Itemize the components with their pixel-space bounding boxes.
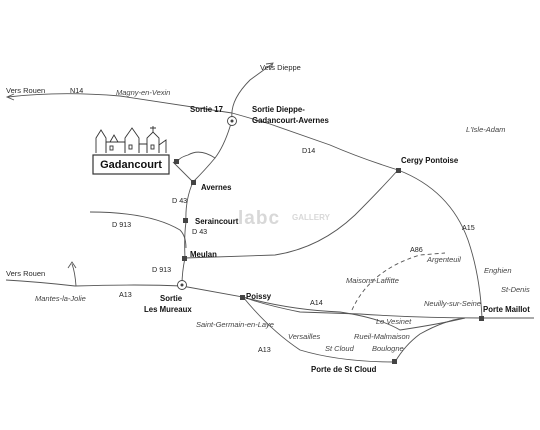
watermark-text: labc bbox=[238, 208, 280, 229]
label-sortie-mureaux-1: Sortie bbox=[160, 294, 183, 303]
label-mantes: Mantes-la-Jolie bbox=[35, 294, 86, 303]
label-a86: A86 bbox=[410, 245, 423, 254]
road-a86 bbox=[351, 252, 446, 311]
label-avernes: Avernes bbox=[201, 183, 232, 192]
label-le-vesinet: Le Vesinet bbox=[376, 317, 412, 326]
label-st-denis: St-Denis bbox=[501, 285, 530, 294]
interchange-sortie17 bbox=[227, 116, 237, 126]
label-vers-rouen-top: Vers Rouen bbox=[6, 86, 45, 95]
label-neuilly: Neuilly-sur-Seine bbox=[424, 299, 481, 308]
label-a14: A14 bbox=[310, 298, 323, 307]
label-sortie-dieppe-1: Sortie Dieppe- bbox=[252, 105, 305, 114]
label-st-cloud: St Cloud bbox=[325, 344, 355, 353]
road-a13-west bbox=[71, 263, 77, 287]
node-gadancourt bbox=[174, 159, 179, 164]
node-porte-maillot bbox=[479, 316, 484, 321]
node-poissy bbox=[240, 295, 245, 300]
watermark: labc GALLERY bbox=[238, 208, 331, 229]
logo-label: Gadancourt bbox=[100, 159, 162, 171]
road-a13-south bbox=[242, 296, 396, 363]
label-d14: D14 bbox=[302, 146, 315, 155]
label-d43b: D 43 bbox=[192, 227, 207, 236]
arrow-vers-dieppe bbox=[265, 62, 274, 71]
label-a15: A15 bbox=[462, 223, 475, 232]
watermark-suffix: GALLERY bbox=[292, 213, 331, 222]
label-enghien: Enghien bbox=[484, 266, 512, 275]
logo-frame bbox=[92, 154, 170, 175]
road-vers-rouen-bottom bbox=[5, 279, 76, 287]
label-rueil: Rueil-Malmaison bbox=[354, 332, 410, 341]
road-a15 bbox=[397, 169, 483, 319]
road-a13-main bbox=[74, 284, 483, 319]
label-d913b: D 913 bbox=[152, 265, 171, 274]
label-cergy: Cergy Pontoise bbox=[401, 156, 459, 165]
arrow-vers-rouen-top bbox=[5, 93, 15, 101]
label-vers-dieppe: Vers Dieppe bbox=[260, 63, 301, 72]
node-seraincourt bbox=[183, 218, 188, 223]
label-argenteuil: Argenteuil bbox=[426, 255, 461, 264]
label-versailles: Versailles bbox=[288, 332, 320, 341]
road-vers-dieppe bbox=[231, 63, 273, 119]
road-st-cloud-link bbox=[394, 317, 466, 363]
road-n14 bbox=[7, 93, 399, 171]
road-gadancourt-avernes bbox=[172, 161, 194, 183]
label-d43a: D 43 bbox=[172, 196, 187, 205]
road-sortie17-link bbox=[192, 157, 216, 183]
label-saint-germain: Saint-Germain-en-Laye bbox=[196, 320, 274, 329]
label-sortie17: Sortie 17 bbox=[190, 105, 223, 114]
label-maisons-laffitte: Maisons-Laffitte bbox=[346, 276, 399, 285]
label-porte-maillot: Porte Maillot bbox=[483, 305, 530, 314]
road-meulan-cergy bbox=[184, 169, 399, 259]
node-porte-st-cloud bbox=[392, 359, 397, 364]
label-magny: Magny-en-Vexin bbox=[116, 88, 170, 97]
label-meulan: Meulan bbox=[190, 250, 217, 259]
label-isle-adam: L'Isle-Adam bbox=[466, 125, 505, 134]
gadancourt-logo: Gadancourt bbox=[92, 126, 170, 175]
label-a13a: A13 bbox=[119, 290, 132, 299]
road-a14 bbox=[242, 296, 466, 331]
arrow-vers-rouen-bottom bbox=[67, 261, 77, 269]
label-d913a: D 913 bbox=[112, 220, 131, 229]
label-boulogne: Boulogne bbox=[372, 344, 404, 353]
label-sortie-dieppe-2: Gadancourt-Avernes bbox=[252, 116, 329, 125]
label-porte-st-cloud: Porte de St Cloud bbox=[311, 365, 377, 374]
label-n14: N14 bbox=[70, 86, 83, 95]
label-poissy: Poissy bbox=[246, 292, 272, 301]
castle-icon bbox=[95, 126, 167, 153]
node-avernes bbox=[191, 180, 196, 185]
label-sortie-mureaux-2: Les Mureaux bbox=[144, 305, 192, 314]
label-seraincourt: Seraincourt bbox=[195, 217, 239, 226]
interchange-mureaux bbox=[177, 280, 187, 290]
label-a13b: A13 bbox=[258, 345, 271, 354]
road-sortie17-loop bbox=[177, 119, 233, 163]
label-vers-rouen-bottom: Vers Rouen bbox=[6, 269, 45, 278]
node-meulan bbox=[182, 256, 187, 261]
road-d913-west bbox=[89, 211, 187, 249]
node-cergy bbox=[396, 168, 401, 173]
